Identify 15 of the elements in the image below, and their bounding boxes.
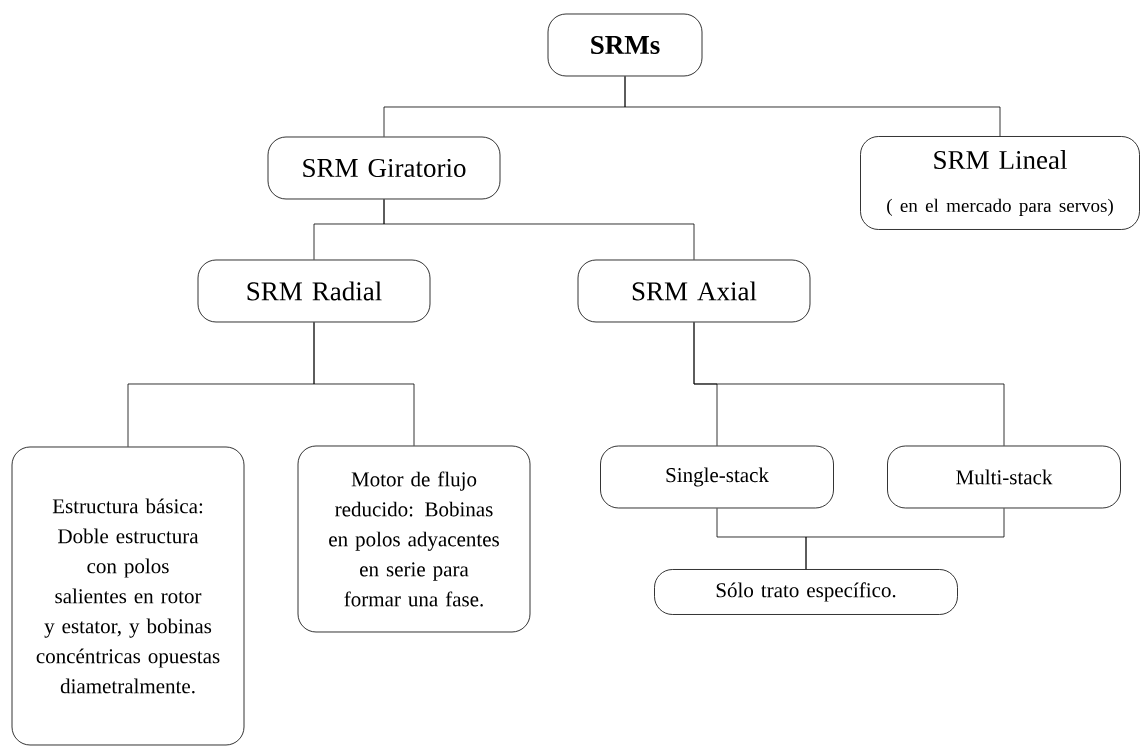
tree-box: SRM Radial [197, 259, 431, 323]
tree-box: SRMs [547, 13, 703, 77]
connector-line [805, 508, 1005, 570]
tree-box: Sólo trato específico. [654, 569, 958, 615]
tree-box: Single-stack [600, 445, 834, 509]
tree-box: Motor de flujo reducido: Bobinas en polos adyacentes en serie para formar una fase. [297, 445, 531, 633]
tree-box: SRM Axial [577, 259, 811, 323]
tree-box: SRM Giratorio [267, 136, 501, 200]
tree-box: Estructura básica: Doble estructura con polos salientes en rotor y estator, y bobinas concéntricas opuestas diametralmente. [11, 446, 245, 746]
connector-line [693, 322, 1005, 446]
tree-box: SRM Lineal ( en el mercado para servos) [860, 136, 1140, 230]
tree-box: Multi-stack [887, 445, 1121, 509]
connector-line [383, 199, 695, 260]
connector-line [624, 76, 1001, 137]
connector-line [313, 322, 415, 446]
